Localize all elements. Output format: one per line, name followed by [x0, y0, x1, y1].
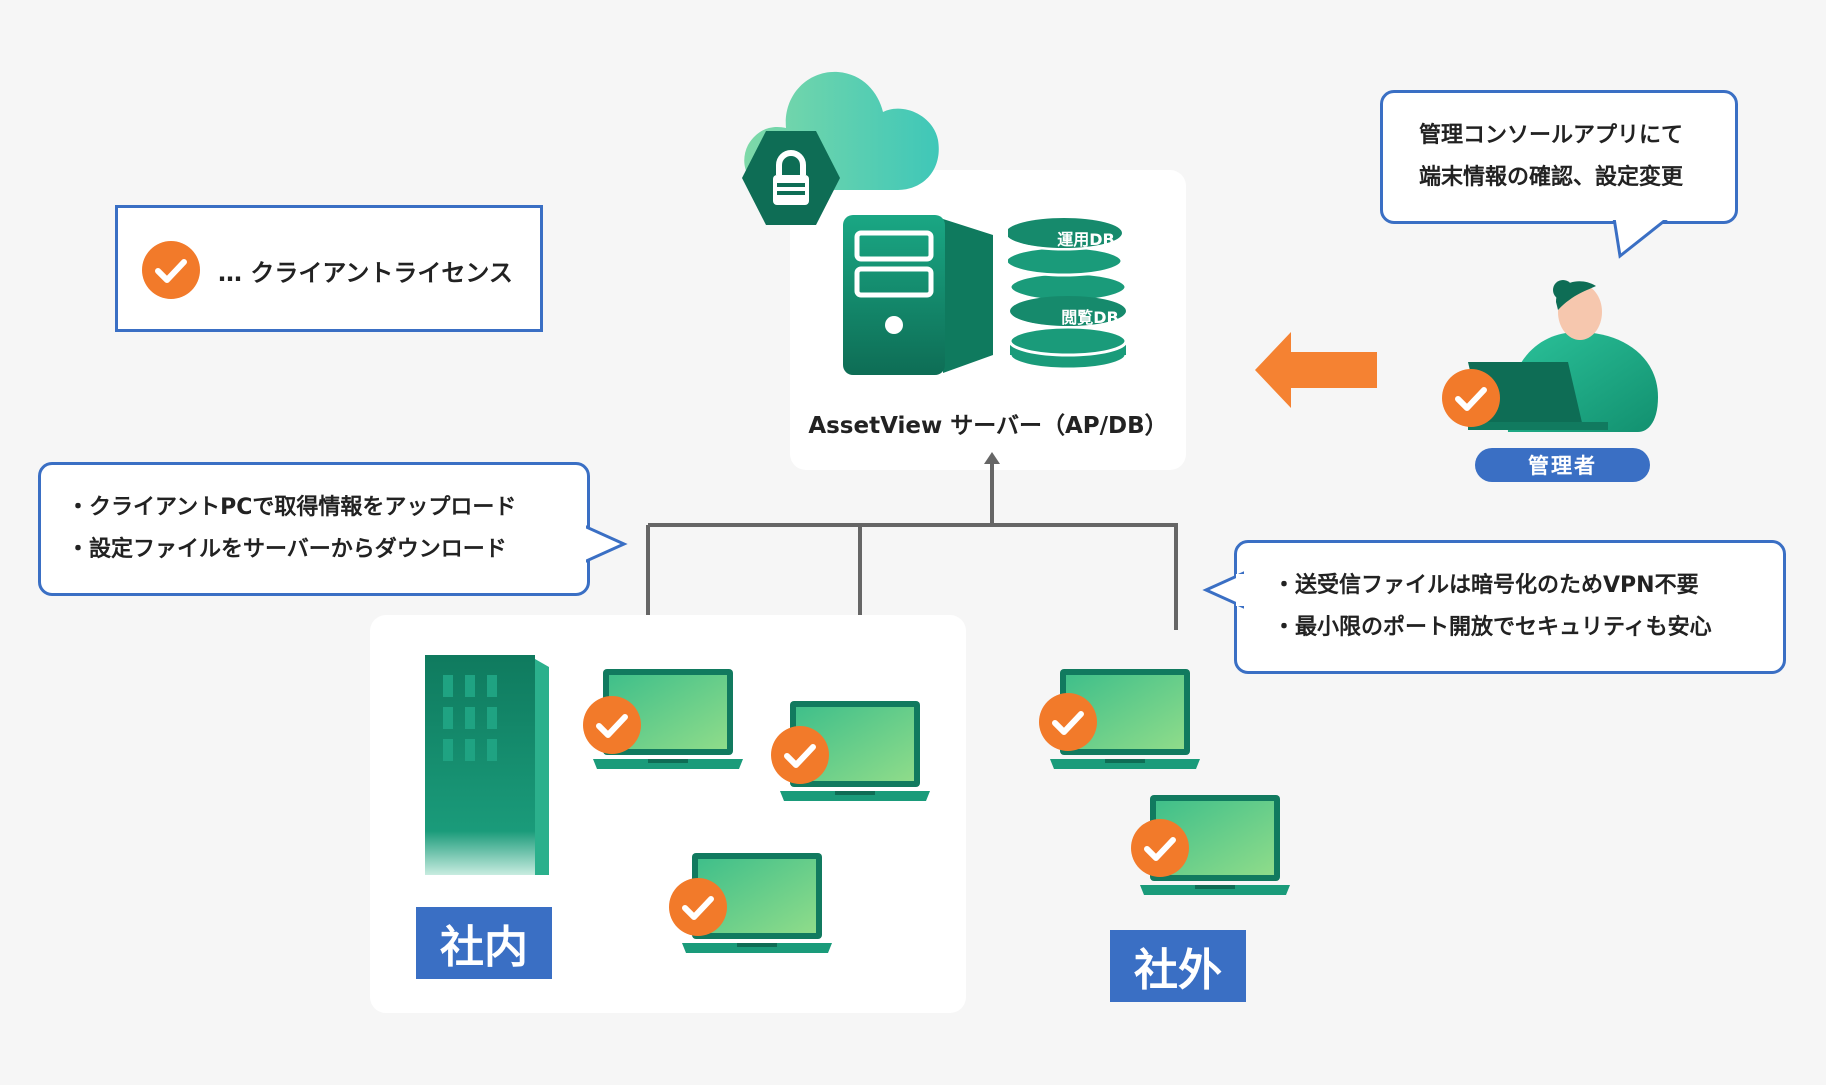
admin-callout-line: 管理コンソールアプリにて [1419, 123, 1684, 148]
office-building-icon [425, 655, 549, 875]
internal-panel: 社内 [370, 615, 966, 1013]
security-callout-line: ・最小限のポート開放でセキュリティも安心 [1273, 615, 1712, 640]
right-callout-tail [1202, 571, 1244, 609]
external-label: 社外 [1110, 930, 1246, 1002]
license-check-icon [770, 725, 830, 785]
upload-callout-line: ・設定ファイルをサーバーからダウンロード [67, 537, 507, 562]
admin-label: 管理者 [1475, 448, 1650, 482]
security-callout: ・送受信ファイルは暗号化のためVPN不要 ・最小限のポート開放でセキュリティも安… [1234, 540, 1786, 674]
lock-icon [742, 131, 840, 225]
network-lines [646, 452, 1178, 635]
legend-box: … クライアントライセンス [115, 205, 543, 332]
license-check-icon [582, 695, 642, 755]
server-label: AssetView サーバー（AP/DB） [808, 413, 1168, 439]
admin-check-icon [1441, 368, 1501, 428]
arrow-left-icon [1255, 332, 1377, 408]
internal-label: 社内 [416, 907, 552, 979]
admin-callout-line: 端末情報の確認、設定変更 [1419, 165, 1684, 190]
upload-callout-line: ・クライアントPCで取得情報をアップロード [67, 495, 517, 520]
legend-text: … クライアントライセンス [218, 259, 513, 287]
upload-download-callout: ・クライアントPCで取得情報をアップロード ・設定ファイルをサーバーからダウンロ… [38, 462, 590, 596]
admin-callout: 管理コンソールアプリにて 端末情報の確認、設定変更 [1380, 90, 1738, 224]
license-check-icon [141, 240, 201, 300]
db-ops-label: 運用DB [1057, 230, 1115, 249]
server-panel: 運用DB 閲覧DB AssetView サーバー（AP/DB） [790, 170, 1186, 470]
license-check-icon [1130, 818, 1190, 878]
database-stack-icon [1008, 218, 1128, 371]
admin-callout-tail [1612, 220, 1668, 259]
left-callout-tail [586, 525, 628, 563]
db-view-label: 閲覧DB [1061, 308, 1119, 327]
license-check-icon [668, 877, 728, 937]
server-tower-icon [843, 215, 993, 375]
security-callout-line: ・送受信ファイルは暗号化のためVPN不要 [1273, 573, 1699, 598]
license-check-icon [1038, 692, 1098, 752]
